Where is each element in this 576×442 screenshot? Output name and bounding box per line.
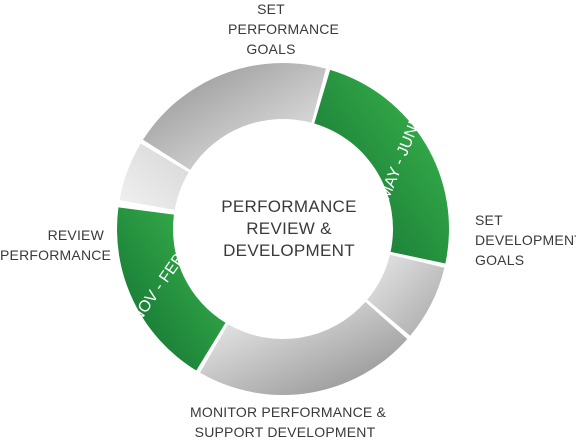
label-line: DEVELOPMENT	[475, 232, 576, 248]
segment-monitor-support	[367, 254, 445, 336]
segment-review-performance	[200, 301, 408, 395]
label-line: PERFORMANCE	[0, 247, 112, 263]
label-line: SET	[475, 212, 503, 228]
segment-may-june	[314, 69, 449, 264]
label-line: REVIEW	[47, 227, 104, 243]
segment-set-development-goals-gray	[142, 63, 326, 170]
segment-set-performance-goals	[119, 143, 189, 210]
cycle-ring	[116, 63, 449, 395]
label-monitor-support: MONITOR PERFORMANCE & SUPPORT DEVELOPMEN…	[190, 402, 387, 442]
label-line: MONITOR PERFORMANCE &	[190, 404, 387, 420]
label-set-performance-goals: SET PERFORMANCE GOALS	[228, 0, 340, 59]
label-line: PERFORMANCE	[228, 21, 340, 37]
center-title: PERFORMANCE REVIEW & DEVELOPMENT	[206, 196, 372, 262]
label-line: GOALS	[246, 41, 296, 57]
segment-nov-feb	[116, 207, 226, 371]
label-line: GOALS	[475, 252, 525, 268]
center-title-line: DEVELOPMENT	[223, 241, 355, 260]
center-title-line: PERFORMANCE	[221, 197, 357, 216]
label-line: SUPPORT DEVELOPMENT	[194, 424, 376, 440]
label-line: SET	[257, 1, 285, 17]
label-review-performance: REVIEW PERFORMANCE	[0, 225, 112, 265]
label-set-development-goals: SET DEVELOPMENT GOALS	[475, 210, 576, 270]
center-title-line: REVIEW &	[246, 219, 332, 238]
